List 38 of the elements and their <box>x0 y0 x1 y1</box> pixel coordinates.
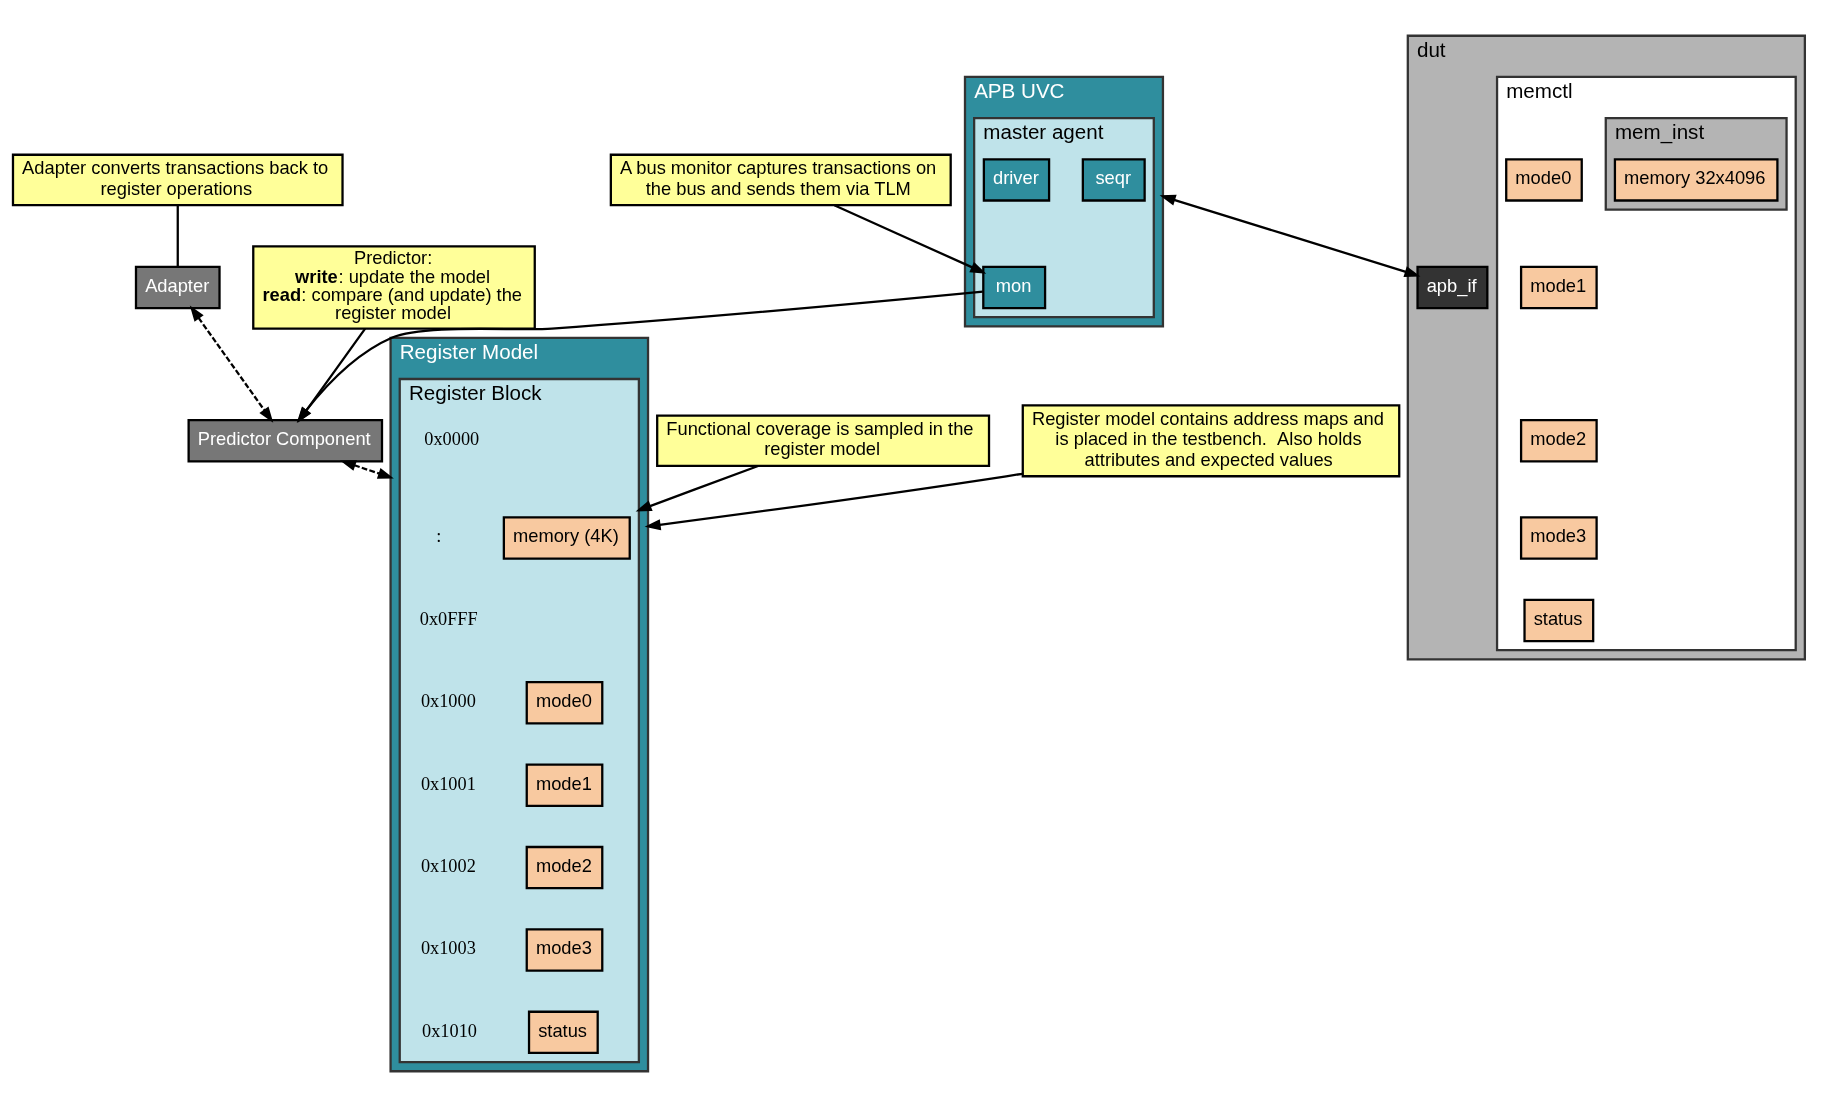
label: 0x1002 <box>420 855 476 876</box>
node-box: apb_if <box>1416 265 1489 309</box>
arrow <box>189 305 274 423</box>
node-box: mode2 <box>525 845 604 889</box>
node-box: Functional coverage is sampled in the register model <box>656 413 991 467</box>
node-box: Predictor: write: update the model read: compare (and update) the register model <box>252 244 536 330</box>
node-box: mode1 <box>1519 265 1598 309</box>
label: 0x1001 <box>420 773 476 794</box>
label: 0x0000 <box>424 428 480 449</box>
arrow <box>833 203 987 274</box>
label: 0x1003 <box>420 937 476 958</box>
node-box: Register model contains address maps and is placed in the testbench. Also holds attributes and expected values <box>1021 403 1401 477</box>
node-box: Adapter <box>134 265 221 309</box>
node-box: A bus monitor captures transactions on the bus and sends them via TLM <box>609 153 952 206</box>
node-box: mon <box>982 265 1047 309</box>
node-box: mode2 <box>1519 418 1598 463</box>
node-box: Predictor Component <box>187 418 384 463</box>
node-box: mode3 <box>1519 515 1598 560</box>
node-box: Adapter converts transactions back to register operations <box>11 153 344 206</box>
label: 0x1000 <box>420 690 476 711</box>
label: 0x0FFF <box>419 608 478 629</box>
node-box: mode0 <box>525 680 604 725</box>
connector <box>176 204 179 267</box>
node-box: status <box>527 1010 599 1054</box>
node-box: memory 32x4096 <box>1613 157 1779 202</box>
node-box: status <box>1523 598 1595 642</box>
node-box: mode3 <box>525 927 604 972</box>
node-box: driver <box>982 157 1051 202</box>
node-box: mode1 <box>525 762 604 807</box>
node-box: memory (4K) <box>502 515 631 560</box>
arrow <box>635 464 759 511</box>
node-box: mode0 <box>1505 157 1583 202</box>
arrow <box>1159 194 1421 277</box>
label: 0x1010 <box>422 1020 477 1041</box>
arrow <box>340 459 394 479</box>
arrow <box>644 472 1023 530</box>
node-box: seqr <box>1081 157 1146 202</box>
label: : <box>436 525 442 546</box>
